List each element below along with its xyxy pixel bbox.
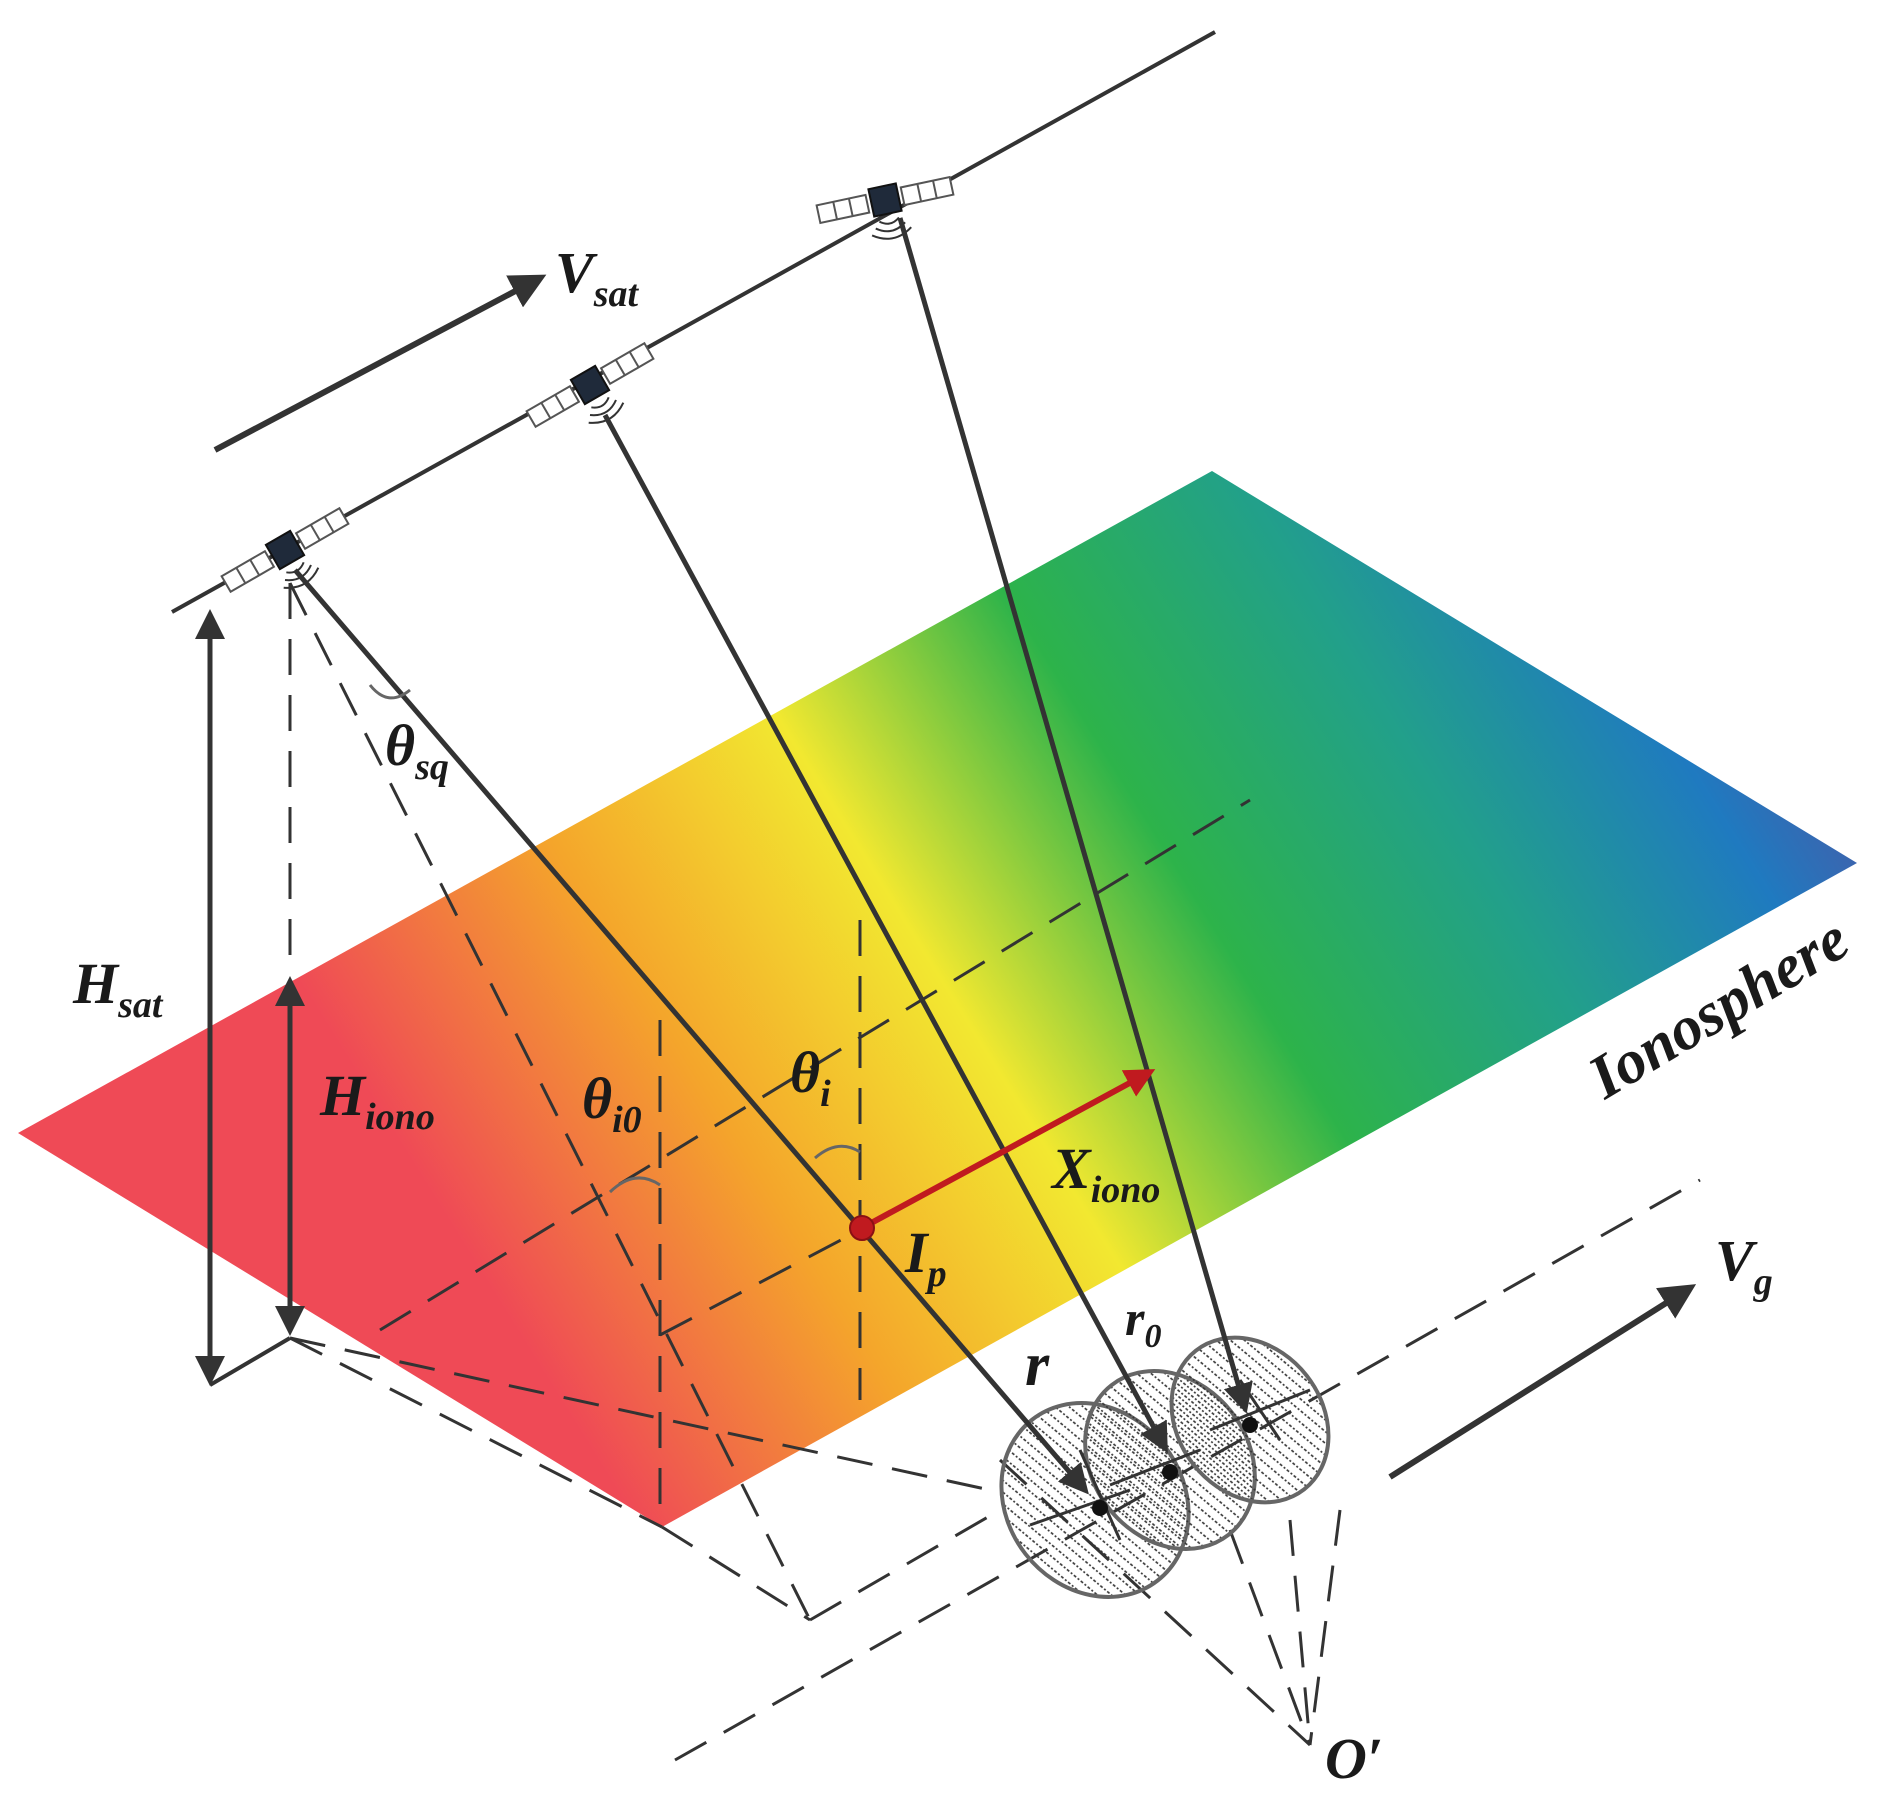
satellite-icon [523, 337, 670, 454]
ground-corner-line [208, 1336, 292, 1387]
velocity-arrows [213, 274, 1697, 1480]
label-v-sat: Vsat [555, 240, 639, 315]
beam-footprints [999, 1335, 1331, 1599]
pierce-point [849, 1215, 875, 1241]
label-x-iono: Xiono [1050, 1136, 1160, 1211]
label-o-prime: O′ [1325, 1726, 1383, 1791]
label-r0: r0 [1125, 1290, 1161, 1355]
theta-i0-arc [608, 1176, 661, 1194]
look-lines [293, 217, 1253, 1495]
look-line-2 [602, 413, 1168, 1454]
label-theta-i0: θi0 [582, 1066, 642, 1141]
label-v-g: Vg [1715, 1228, 1773, 1303]
label-h-iono: Hiono [319, 1063, 435, 1138]
look-line-3 [897, 217, 1253, 1414]
label-r: r [1025, 1331, 1050, 1399]
look-line-1 [293, 568, 1089, 1495]
label-theta-i: θi [790, 1040, 831, 1115]
orbit-line [171, 30, 1216, 614]
label-i-p: Ip [904, 1220, 947, 1295]
v-sat-arrow [213, 274, 547, 453]
angle-arcs [368, 684, 861, 1194]
label-theta-sq: θsq [385, 713, 449, 788]
theta-sq-arc [368, 684, 411, 700]
height-arrows [195, 609, 305, 1386]
ionosphere-plane [18, 471, 1857, 1527]
theta-i-arc [814, 1144, 861, 1160]
x-iono-arrow [860, 1069, 1156, 1231]
v-g-arrow [1388, 1284, 1697, 1480]
footprint-center-lines [1029, 1379, 1311, 1541]
footprint-centers [1092, 1417, 1258, 1516]
label-h-sat: Hsat [72, 951, 164, 1026]
